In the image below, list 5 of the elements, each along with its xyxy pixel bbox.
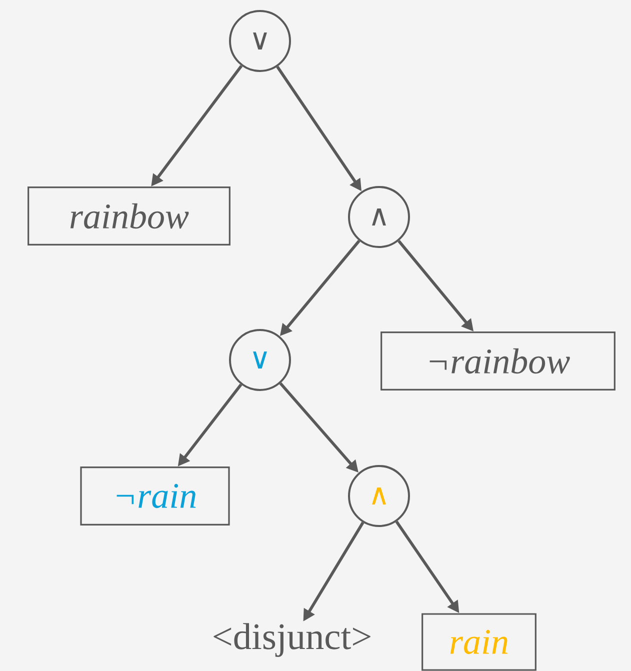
literal-box: ¬rainbow xyxy=(380,332,616,390)
literal-box: rainbow xyxy=(28,186,230,246)
literal-box: ¬rain xyxy=(80,466,230,526)
literal-box: rain xyxy=(422,613,536,671)
placeholder-text: <disjunct> xyxy=(214,623,370,657)
